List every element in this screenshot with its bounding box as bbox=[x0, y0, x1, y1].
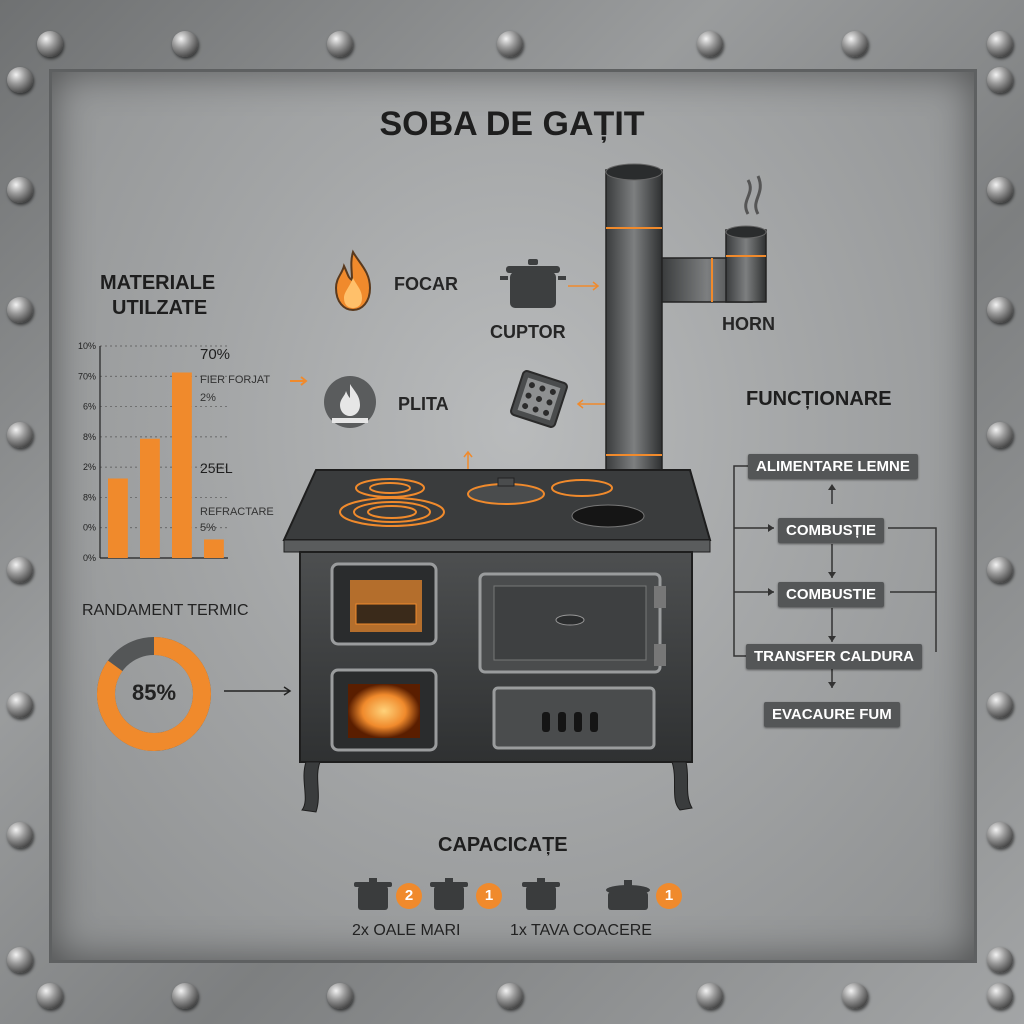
capacity-caption-right: 1x TAVA COACERE bbox=[510, 922, 652, 939]
label-refractare: REFRACTARE bbox=[200, 506, 274, 518]
arrow-right-icon bbox=[568, 281, 600, 291]
rivet bbox=[987, 692, 1013, 718]
rivet bbox=[327, 983, 353, 1009]
rivet bbox=[7, 422, 33, 448]
flow-step-4: TRANSFER CALDURA bbox=[746, 644, 922, 669]
arrow-right-icon bbox=[290, 376, 308, 386]
hot-plate-icon bbox=[324, 376, 376, 428]
bar bbox=[172, 372, 192, 558]
cooking-stove-illustration bbox=[282, 163, 767, 813]
rivet bbox=[842, 31, 868, 57]
label-focar: FOCAR bbox=[394, 274, 458, 294]
capacity-caption-left: 2x OALE MARI bbox=[352, 922, 461, 939]
label-horn: HORN bbox=[722, 314, 775, 334]
label-fier-pct: 2% bbox=[200, 392, 216, 404]
capacity-icons bbox=[354, 878, 650, 910]
y-tick-label: 8% bbox=[83, 492, 96, 502]
y-tick-label: 0% bbox=[83, 553, 96, 563]
rivet bbox=[987, 177, 1013, 203]
flow-connectors bbox=[733, 465, 937, 688]
rivet bbox=[987, 822, 1013, 848]
efficiency-value: 85% bbox=[131, 680, 177, 705]
materials-heading-line1: MATERIALE bbox=[100, 272, 216, 294]
rivet bbox=[987, 983, 1013, 1009]
label-top-value: 70% bbox=[200, 346, 231, 363]
steam-icon bbox=[744, 175, 762, 215]
materials-heading-line2: UTILZATE bbox=[112, 297, 208, 319]
rivet bbox=[7, 692, 33, 718]
y-tick-label: 8% bbox=[83, 432, 96, 442]
rivet bbox=[697, 31, 723, 57]
flame-icon bbox=[334, 249, 372, 312]
rivet bbox=[172, 983, 198, 1009]
baking-tray-icon bbox=[510, 370, 568, 428]
pot-icon bbox=[500, 259, 566, 308]
rivet bbox=[7, 557, 33, 583]
rivet bbox=[987, 67, 1013, 93]
baking-tray-icon bbox=[606, 880, 650, 910]
rivet bbox=[497, 983, 523, 1009]
label-plita: PLITA bbox=[398, 394, 449, 414]
label-refractare-pct: 5% bbox=[200, 522, 216, 534]
label-cuptor: CUPTOR bbox=[490, 322, 566, 342]
capacity-badge-2: 1 bbox=[476, 883, 502, 909]
rivet bbox=[987, 422, 1013, 448]
flow-step-1: ALIMENTARE LEMNE bbox=[748, 454, 918, 479]
functionare-heading: FUNCȚIONARE bbox=[746, 388, 892, 410]
rivet bbox=[172, 31, 198, 57]
rivet bbox=[7, 297, 33, 323]
y-tick-label: 6% bbox=[83, 402, 96, 412]
capacity-heading: CAPACICAȚE bbox=[438, 834, 568, 856]
pot-icon bbox=[354, 878, 392, 910]
rivet bbox=[7, 822, 33, 848]
rivet bbox=[7, 177, 33, 203]
efficiency-donut bbox=[97, 637, 211, 751]
flow-step-2: COMBUSȚIE bbox=[778, 518, 884, 543]
rivet bbox=[7, 947, 33, 973]
y-tick-label: 70% bbox=[78, 371, 96, 381]
arrow-right-icon bbox=[224, 686, 292, 696]
bar bbox=[140, 438, 160, 558]
arrow-left-icon bbox=[576, 399, 608, 409]
capacity-badge-3: 1 bbox=[656, 883, 682, 909]
rivet bbox=[7, 67, 33, 93]
y-tick-label: 2% bbox=[83, 462, 96, 472]
label-fier-forjat: FIER FORJAT bbox=[200, 374, 271, 386]
label-otel: 25EL bbox=[200, 460, 233, 476]
efficiency-heading: RANDAMENT TERMIC bbox=[82, 602, 249, 619]
pot-icon bbox=[522, 878, 560, 910]
y-tick-label: 10% bbox=[78, 341, 96, 351]
rivet bbox=[987, 557, 1013, 583]
page-title: SOBA DE GAȚIT bbox=[379, 105, 645, 143]
flow-step-5: EVACAURE FUM bbox=[764, 702, 900, 727]
rivet bbox=[37, 31, 63, 57]
rivet bbox=[987, 297, 1013, 323]
rivet bbox=[987, 947, 1013, 973]
rivet bbox=[37, 983, 63, 1009]
rivet bbox=[327, 31, 353, 57]
rivet bbox=[987, 31, 1013, 57]
rivet bbox=[842, 983, 868, 1009]
rivet bbox=[497, 31, 523, 57]
rivet bbox=[697, 983, 723, 1009]
flow-step-3: COMBUSTIE bbox=[778, 582, 884, 607]
bar bbox=[108, 478, 128, 558]
pot-icon bbox=[430, 878, 468, 910]
bar bbox=[204, 539, 224, 558]
capacity-badge-1: 2 bbox=[396, 883, 422, 909]
y-tick-label: 0% bbox=[83, 523, 96, 533]
donut-value-arc bbox=[97, 637, 211, 751]
materials-bar-chart: 10% 70% 6% 8% 2% 8% 0% 0% bbox=[78, 341, 228, 563]
